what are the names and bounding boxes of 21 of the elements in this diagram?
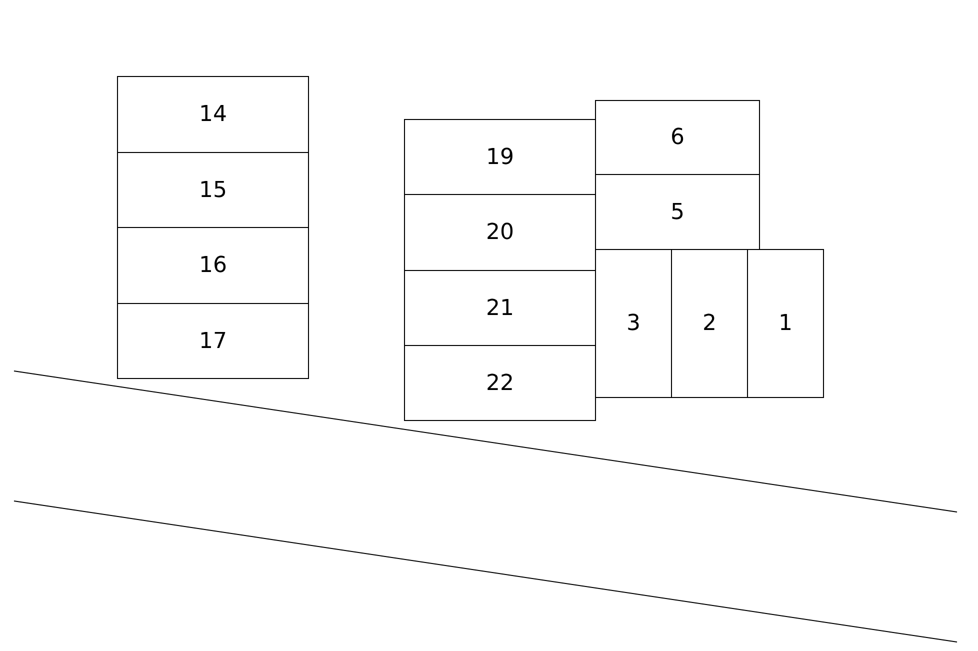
parking-space — [117, 152, 309, 228]
space-number: 22 — [486, 370, 514, 396]
space-number: 5 — [670, 200, 684, 224]
parking-space — [117, 76, 309, 153]
parking-space — [117, 227, 309, 304]
space-number: 20 — [486, 220, 514, 245]
space-number: 3 — [626, 311, 640, 336]
space-number: 15 — [199, 178, 227, 202]
parking-space — [595, 100, 760, 175]
parking-space — [404, 345, 596, 421]
parking-space — [117, 303, 309, 379]
parking-space — [747, 249, 824, 398]
parking-space — [404, 119, 596, 195]
space-number: 2 — [702, 311, 716, 336]
space-number: 6 — [670, 125, 684, 150]
space-number: 19 — [486, 144, 514, 170]
space-number: 14 — [199, 102, 227, 127]
space-number: 1 — [778, 311, 792, 336]
space-number: 21 — [486, 296, 514, 320]
space-number: 16 — [199, 253, 227, 278]
space-number: 17 — [199, 328, 227, 354]
